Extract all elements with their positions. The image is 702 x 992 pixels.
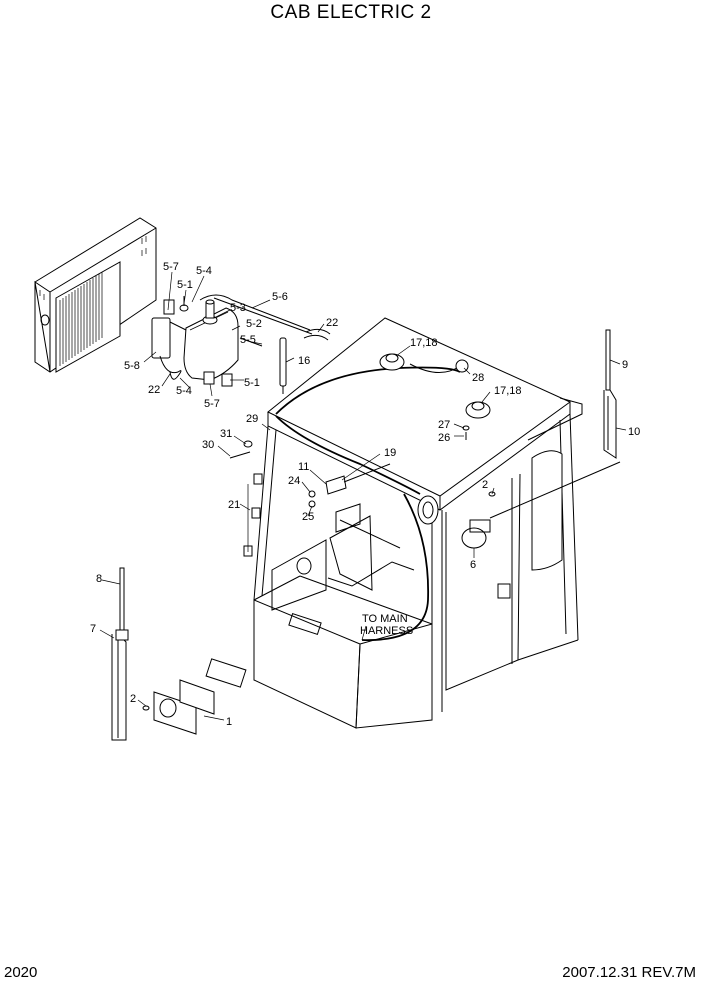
callout-5-7-bottom: 5-7 bbox=[204, 398, 220, 410]
callout-22-right: 22 bbox=[326, 317, 338, 329]
callout-10: 10 bbox=[628, 426, 640, 438]
harness-note-line-2: HARNESS bbox=[360, 625, 413, 637]
radio-unit-drawing bbox=[34, 217, 157, 373]
rear-wiper-drawing bbox=[603, 329, 617, 459]
wiper-motor-drawing bbox=[142, 658, 247, 735]
callout-5-2: 5-2 bbox=[246, 318, 262, 330]
callout-9: 9 bbox=[622, 359, 628, 371]
callout-5-1-bottom: 5-1 bbox=[244, 377, 260, 389]
callout-5-6: 5-6 bbox=[272, 291, 288, 303]
callout-8: 8 bbox=[96, 573, 102, 585]
callout-2-cab: 2 bbox=[482, 479, 488, 491]
callout-26: 26 bbox=[438, 432, 450, 444]
callout-5-4-top: 5-4 bbox=[196, 265, 212, 277]
callout-5-5: 5-5 bbox=[240, 334, 256, 346]
callout-6: 6 bbox=[470, 559, 476, 571]
callout-16: 16 bbox=[298, 355, 310, 367]
callout-5-7-top: 5-7 bbox=[163, 261, 179, 273]
callout-1: 1 bbox=[226, 716, 232, 728]
callout-2-motor: 2 bbox=[130, 693, 136, 705]
page-number: 2020 bbox=[4, 964, 38, 981]
callout-labels: 5-7 5-4 5-1 5-3 5-6 5-2 5-5 5-1 5-7 5-4 … bbox=[90, 261, 640, 728]
callout-29: 29 bbox=[246, 413, 258, 425]
callout-31: 31 bbox=[220, 428, 232, 440]
callout-28: 28 bbox=[472, 372, 484, 384]
harness-note-line-1: TO MAIN bbox=[362, 613, 408, 625]
callout-27: 27 bbox=[438, 419, 450, 431]
callout-19: 19 bbox=[384, 447, 396, 459]
callout-5-1-top: 5-1 bbox=[177, 279, 193, 291]
callout-17-18-top: 17,18 bbox=[410, 337, 438, 349]
revision-date: 2007.12.31 REV.7M bbox=[562, 964, 696, 981]
page-title: CAB ELECTRIC 2 bbox=[270, 2, 432, 23]
front-wiper-drawing bbox=[111, 567, 129, 741]
callout-17-18-bottom: 17,18 bbox=[494, 385, 522, 397]
callout-11: 11 bbox=[298, 461, 309, 473]
callout-5-8: 5-8 bbox=[124, 360, 140, 372]
callout-25: 25 bbox=[302, 511, 314, 523]
callout-5-4-bottom: 5-4 bbox=[176, 385, 192, 397]
callout-22-left: 22 bbox=[148, 384, 160, 396]
leader-lines bbox=[99, 271, 627, 721]
cab-body-drawing bbox=[253, 317, 621, 729]
callout-24: 24 bbox=[288, 475, 300, 487]
washer-tank-drawing bbox=[151, 294, 331, 394]
callout-5-3: 5-3 bbox=[230, 302, 246, 314]
callout-21: 21 bbox=[228, 499, 240, 511]
callout-30: 30 bbox=[202, 439, 214, 451]
callout-7: 7 bbox=[90, 623, 96, 635]
